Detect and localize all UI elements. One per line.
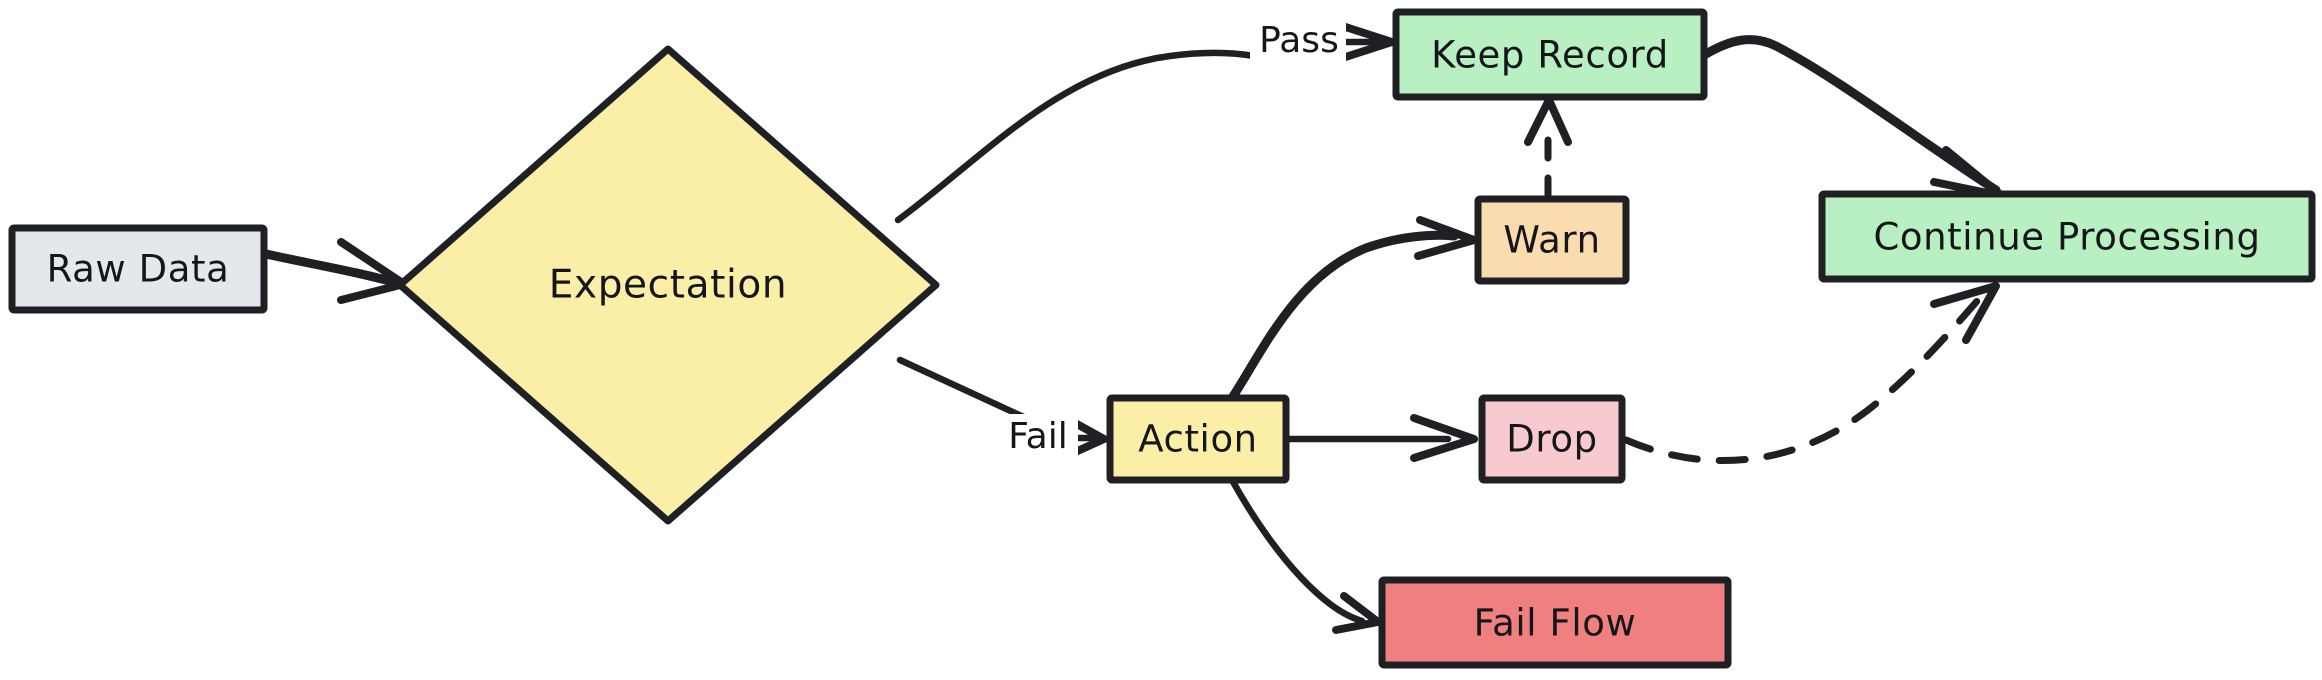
edge-path-expectation-to-pass bbox=[894, 49, 1258, 224]
node-drop-shape[interactable] bbox=[1478, 394, 1626, 484]
edge-label-pass-group: Pass bbox=[1250, 18, 1346, 66]
node-drop[interactable]: Drop bbox=[1478, 394, 1626, 484]
node-fail-flow[interactable]: Fail Flow bbox=[1378, 576, 1732, 669]
node-expectation-label: Expectation bbox=[549, 263, 787, 308]
edge-path-action-to-warn bbox=[1227, 230, 1459, 403]
edge-label-fail-group: Fail bbox=[1000, 414, 1078, 462]
node-expectation[interactable]: Expectation bbox=[396, 45, 940, 525]
node-continue-processing[interactable]: Continue Processing bbox=[1818, 190, 2316, 283]
node-warn-label: Warn bbox=[1503, 219, 1600, 262]
arrow-head-drop-to-continue bbox=[1930, 282, 2000, 344]
edge-label-pass: Pass bbox=[1259, 20, 1339, 61]
node-action-shape[interactable] bbox=[1106, 394, 1290, 484]
node-raw-data-shape[interactable] bbox=[8, 224, 268, 314]
arrow-head-action-to-warn bbox=[1414, 216, 1478, 260]
node-keep-record-label: Keep Record bbox=[1431, 34, 1669, 77]
node-keep-record[interactable]: Keep Record bbox=[1392, 8, 1708, 101]
arrow-head-pass-to-keep-record bbox=[1326, 18, 1396, 66]
node-action-label: Action bbox=[1138, 418, 1257, 461]
arrow-head-action-to-fail-flow bbox=[1332, 592, 1382, 634]
node-keep-record-shape[interactable] bbox=[1392, 8, 1708, 101]
edge-path-drop-to-continue bbox=[1622, 296, 1982, 465]
edge-label-fail: Fail bbox=[1008, 416, 1067, 457]
node-action[interactable]: Action bbox=[1106, 394, 1290, 484]
edge-drop-to-continue-processing bbox=[1622, 282, 2000, 465]
node-warn[interactable]: Warn bbox=[1474, 195, 1630, 285]
edge-action-to-fail-flow bbox=[1228, 476, 1382, 634]
edge-action-to-warn bbox=[1227, 216, 1478, 403]
edge-path-raw-to-expectation bbox=[252, 247, 405, 289]
node-raw-data[interactable]: Raw Data bbox=[8, 224, 268, 314]
edge-raw-data-to-expectation bbox=[248, 238, 408, 304]
edge-keep-record-to-continue-processing bbox=[1701, 35, 2006, 200]
node-fail-flow-label: Fail Flow bbox=[1474, 602, 1637, 645]
edge-label-fail-backdrop bbox=[1000, 414, 1078, 462]
edge-warn-to-keep-record bbox=[1524, 96, 1572, 200]
node-expectation-shape[interactable] bbox=[396, 45, 940, 525]
edge-path-action-to-fail-flow bbox=[1228, 476, 1366, 625]
arrow-head-action-to-drop bbox=[1410, 414, 1478, 462]
node-drop-label: Drop bbox=[1506, 418, 1597, 461]
node-fail-flow-shape[interactable] bbox=[1378, 576, 1732, 669]
node-continue-processing-shape[interactable] bbox=[1818, 190, 2316, 283]
edge-expectation-to-keep-record bbox=[894, 18, 1396, 224]
edge-action-to-drop bbox=[1284, 414, 1478, 462]
node-continue-processing-label: Continue Processing bbox=[1873, 216, 2260, 259]
edge-path-keep-record-to-continue bbox=[1701, 35, 2001, 195]
arrow-head-warn-to-keep-record bbox=[1524, 96, 1572, 146]
node-raw-data-label: Raw Data bbox=[47, 248, 230, 291]
edge-label-pass-backdrop bbox=[1250, 18, 1346, 66]
node-warn-shape[interactable] bbox=[1474, 195, 1630, 285]
edge-path-expectation-to-fail bbox=[896, 356, 1032, 423]
